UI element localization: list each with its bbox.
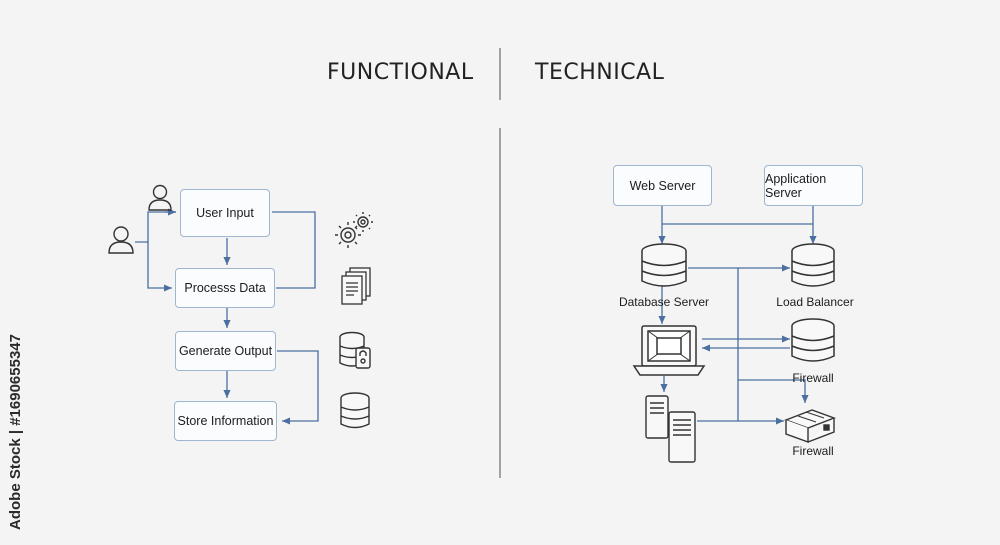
document-stack-icon [341,267,371,305]
stock-id-watermark: Adobe Stock | #1690655347 [7,334,24,530]
database-lock-icon [339,331,371,369]
user-input-box[interactable]: User Input [180,189,270,237]
application-server-box[interactable]: Application Server [764,165,863,206]
database-icon [641,243,687,287]
database-icon [791,318,835,362]
user-icon [148,184,172,211]
load-balancer-label: Load Balancer [776,295,854,309]
functional-heading: FUNCTIONAL [327,60,474,85]
web-server-box[interactable]: Web Server [613,165,712,206]
user-icon [108,226,134,254]
database-icon [791,243,835,287]
firewall-label: Firewall [792,444,834,458]
laptop-icon [632,325,706,376]
database-server-label: Database Server [618,295,710,309]
database-icon [340,392,370,429]
firewall-box-icon [784,409,836,443]
store-information-box[interactable]: Store Information [174,401,277,441]
technical-heading: TECHNICAL [535,60,665,85]
process-data-box[interactable]: Processs Data [175,268,275,308]
firewall-label: Firewall [792,371,834,385]
gears-icon [335,212,373,248]
technical-connectors [658,206,817,425]
server-tower-icon [645,395,696,463]
generate-output-box[interactable]: Generate Output [175,331,276,371]
functional-connectors [135,208,319,425]
